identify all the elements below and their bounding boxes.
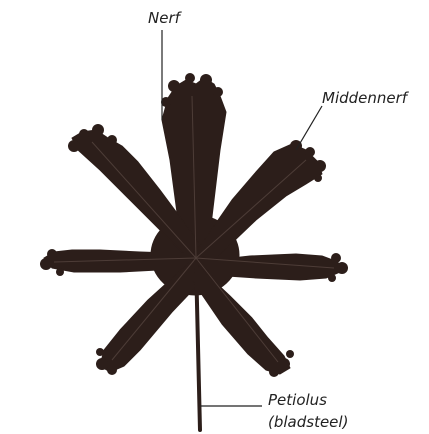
label-middennerf: Middennerf (322, 89, 407, 107)
leader-middennerf (296, 106, 322, 150)
lobe-lower-right (192, 264, 290, 374)
label-bladsteel: (bladsteel) (268, 413, 348, 431)
lobe-left (44, 250, 198, 272)
label-nerf: Nerf (148, 9, 180, 27)
palmate-leaf-silhouette (44, 78, 340, 374)
label-petiolus: Petiolus (268, 391, 327, 409)
